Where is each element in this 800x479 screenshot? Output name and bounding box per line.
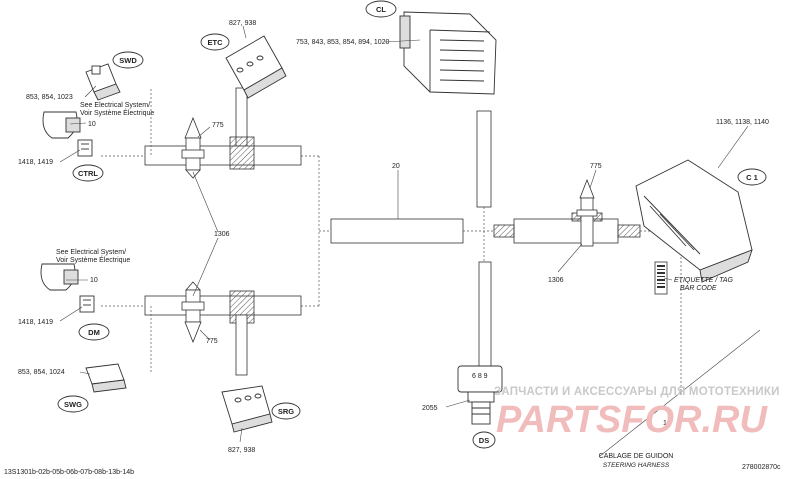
label-see-electrical-bottom-fr: Voir Système Électrique: [56, 255, 130, 264]
label-cl-refs: 753, 843, 853, 854, 894, 1020: [296, 39, 390, 46]
label-ref-2055: 2055: [422, 405, 438, 412]
svg-text:C 1: C 1: [746, 173, 758, 182]
label-ref-1306-right: 1306: [548, 277, 564, 284]
label-etc-refs: 827, 938: [229, 20, 256, 27]
label-see-electrical-top-fr: Voir Système Électrique: [80, 108, 154, 117]
drawing-code: 13S1301b-02b-05b-06b-07b-08b-13b-14b: [4, 469, 134, 476]
badge-c1: C 1: [737, 168, 767, 186]
badge-cl: CL: [365, 0, 397, 18]
label-c1-refs: 1136, 1138, 1140: [716, 119, 769, 126]
label-swg-refs: 853, 854, 1024: [18, 369, 65, 376]
title-block: 13S1301b-02b-05b-06b-07b-08b-13b-14b CAB…: [4, 453, 781, 476]
title-fr: CABLAGE DE GUIDON: [599, 453, 674, 460]
label-ref-775-bottom: 775: [206, 338, 218, 345]
label-barcode: BAR CODE: [680, 285, 717, 292]
label-ref-1418-bottom: 1418, 1419: [18, 319, 53, 326]
label-ref-10-bottom: 10: [90, 277, 98, 284]
ctrl-switch-module: [42, 111, 93, 157]
badge-ds: DS: [472, 431, 496, 449]
swd-connector: [85, 63, 121, 101]
swg-connector: [85, 363, 127, 393]
label-etiquette: ETIQUETTE / TAG: [674, 277, 734, 284]
label-ref-20: 20: [392, 163, 400, 170]
label-ref-775-right: 775: [590, 163, 602, 170]
svg-text:DM: DM: [88, 328, 100, 337]
label-swd-refs: 853, 854, 1023: [26, 94, 73, 101]
barcode-tag: [654, 261, 668, 295]
label-see-electrical-bottom-en: See Electrical System/: [56, 249, 126, 256]
label-ref-1418-top: 1418, 1419: [18, 159, 53, 166]
dm-switch-module: [40, 263, 95, 313]
svg-text:SWD: SWD: [119, 56, 137, 65]
drawing-number: 278002870c: [742, 464, 781, 471]
c1-connector: [635, 159, 753, 283]
srg-connector: [221, 385, 273, 433]
watermark-line1: ЗАПЧАСТИ И АКСЕССУАРЫ ДЛЯ МОТОТЕХНИКИ: [494, 386, 780, 398]
label-ref-1: 1: [663, 420, 667, 427]
leader-lines: [59, 25, 761, 457]
ds-sensor: [457, 365, 503, 425]
svg-text:ETC: ETC: [208, 38, 224, 47]
clip-775-bottom: [181, 281, 205, 344]
label-ref-775-top: 775: [212, 122, 224, 129]
svg-text:SWG: SWG: [64, 400, 82, 409]
label-see-electrical-top-en: See Electrical System/: [80, 102, 150, 109]
badge-srg: SRG: [271, 402, 301, 420]
svg-text:CTRL: CTRL: [78, 169, 98, 178]
svg-text:DS: DS: [479, 436, 489, 445]
svg-text:SRG: SRG: [278, 407, 294, 416]
label-ref-10-top: 10: [88, 121, 96, 128]
label-ds-digits: 6 8 9: [472, 373, 488, 380]
label-ref-1306-left: 1306: [214, 231, 230, 238]
cl-connector: [399, 11, 497, 95]
badge-swd: SWD: [112, 51, 144, 69]
title-en: STEERING HARNESS: [603, 462, 670, 469]
watermark: ЗАПЧАСТИ И АКСЕССУАРЫ ДЛЯ МОТОТЕХНИКИ PA…: [494, 386, 780, 441]
watermark-logo: PARTSFOR.RU: [496, 399, 768, 441]
badge-ctrl: CTRL: [72, 164, 104, 182]
badge-dm: DM: [78, 323, 110, 341]
label-srg-refs: 827, 938: [228, 447, 255, 454]
clip-775-right: [576, 178, 598, 247]
badge-swg: SWG: [57, 395, 89, 413]
clip-775-top: [181, 116, 205, 179]
reference-labels: 827, 938 753, 843, 853, 854, 894, 1020 8…: [18, 20, 769, 454]
etc-connector: [225, 35, 287, 99]
badge-etc: ETC: [200, 33, 230, 51]
svg-text:CL: CL: [376, 5, 386, 14]
